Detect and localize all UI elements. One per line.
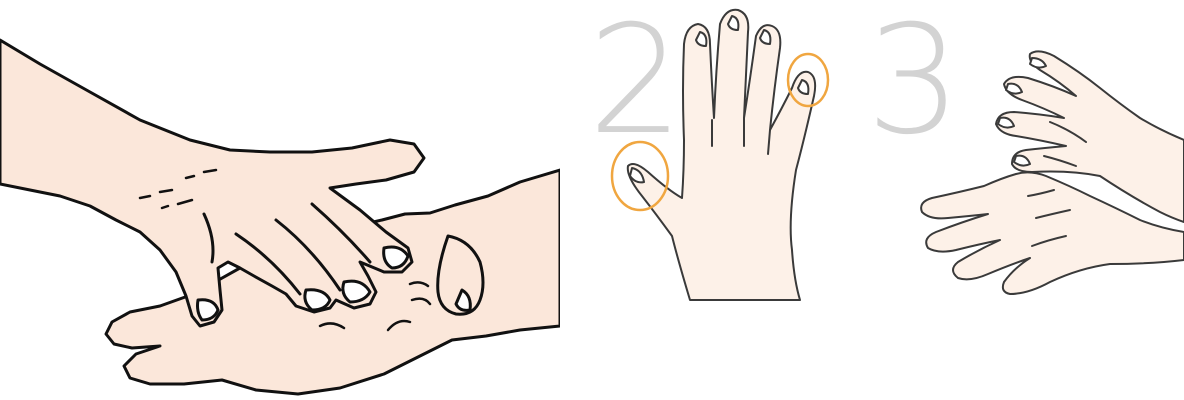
hands-rubbing-palm-icon xyxy=(0,0,560,400)
hands-rubbing-illustration xyxy=(0,0,560,400)
hand-back-icon xyxy=(628,10,815,300)
steps-panel: 2 3 xyxy=(560,0,1184,400)
steps-drawing xyxy=(560,0,1184,400)
hands-clasping-icon xyxy=(921,51,1184,294)
nail-4 xyxy=(384,247,408,268)
nail-1 xyxy=(198,300,219,320)
